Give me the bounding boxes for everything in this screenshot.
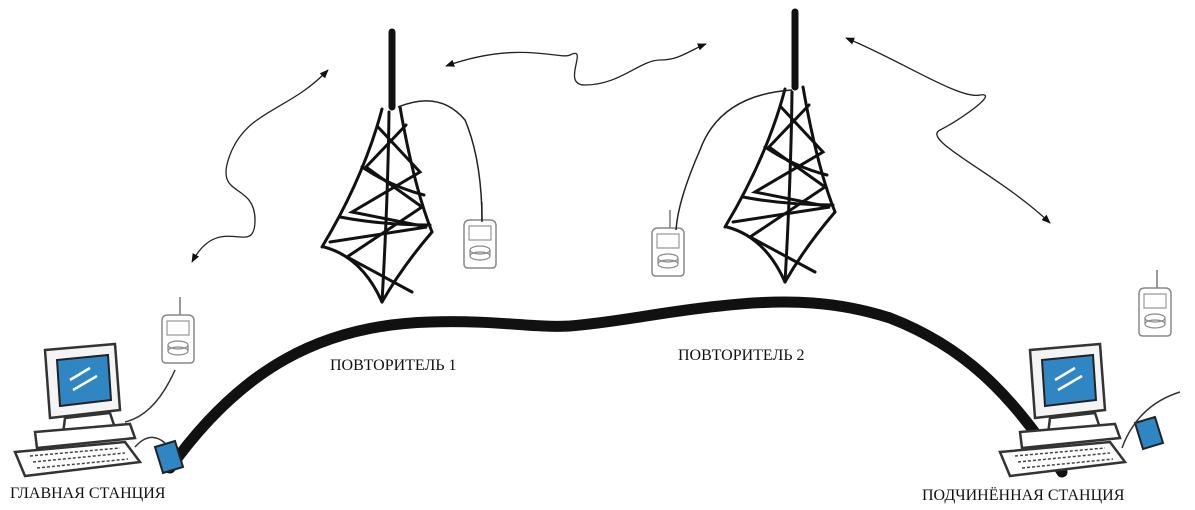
main-station — [13, 342, 185, 478]
repeater-1-label: ПОВТОРИТЕЛЬ 1 — [330, 357, 457, 374]
computer-icon — [13, 342, 142, 478]
terrain-line — [164, 296, 1068, 478]
radio-link-arrow — [445, 43, 707, 86]
slave-station — [998, 342, 1181, 478]
radio-modem-icon — [1138, 269, 1172, 337]
radio-modem-icon — [161, 296, 195, 364]
mouse-icon — [153, 439, 185, 475]
tower-icon — [322, 32, 432, 302]
mouse-icon — [1133, 415, 1165, 451]
main-station-label: ГЛАВНАЯ СТАНЦИЯ — [10, 485, 166, 502]
radio-link-arrow — [191, 69, 329, 263]
tower-icon — [725, 12, 835, 282]
radio-modem-icon — [463, 201, 497, 269]
radio-modem-icon — [651, 209, 685, 277]
slave-station-label: ПОДЧИНЁННАЯ СТАНЦИЯ — [922, 487, 1125, 504]
repeater-2-label: ПОВТОРИТЕЛЬ 2 — [678, 347, 805, 364]
radio-link-arrow — [845, 37, 1051, 224]
